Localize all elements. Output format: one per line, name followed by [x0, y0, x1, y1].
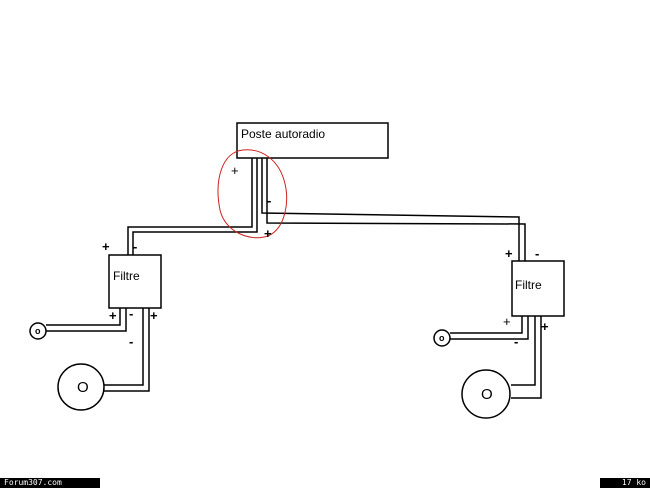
right-woofer — [461, 369, 511, 419]
right-tweeter — [433, 329, 451, 347]
left-filter-in-minus: - — [133, 239, 137, 254]
left-woofer-label: O — [77, 379, 89, 396]
right-filter-out-plus-1: + — [503, 314, 511, 329]
head-unit-box — [236, 122, 389, 159]
left-woofer — [57, 363, 105, 411]
footer-site: Forum307.com — [0, 478, 100, 488]
left-filter-out-plus-1: + — [109, 308, 117, 323]
left-filter-box — [108, 254, 162, 309]
right-filter-in-minus: - — [535, 246, 539, 261]
head-unit-minus-sign: - — [267, 193, 271, 208]
right-tweeter-label: o — [439, 333, 445, 343]
left-filter-out-minus-2: - — [129, 334, 133, 349]
head-unit-plus-sign: + — [231, 163, 239, 178]
head-unit-label: Poste autoradio — [241, 127, 325, 141]
head-unit-wires — [127, 158, 526, 261]
left-tweeter-label: o — [35, 326, 41, 336]
highlight-circle — [217, 149, 288, 239]
left-filter-out-plus-2: + — [150, 308, 158, 323]
right-filter-box — [511, 260, 565, 317]
left-filter-in-plus: + — [102, 239, 110, 254]
head-unit-plus-sign-2: + — [264, 226, 272, 241]
right-filter-out-minus: - — [514, 334, 518, 349]
left-filter-out-wires — [46, 308, 150, 392]
footer-size: 17 ko — [600, 478, 650, 488]
left-filter-out-minus-1: - — [129, 306, 133, 321]
right-filter-in-plus: + — [505, 246, 513, 261]
right-filter-out-wires — [450, 316, 542, 399]
left-filter-label: Filtre — [113, 269, 140, 283]
right-woofer-label: O — [481, 386, 493, 403]
left-tweeter — [29, 322, 47, 340]
right-filter-out-plus-2: + — [541, 319, 549, 334]
right-filter-label: Filtre — [515, 278, 542, 292]
